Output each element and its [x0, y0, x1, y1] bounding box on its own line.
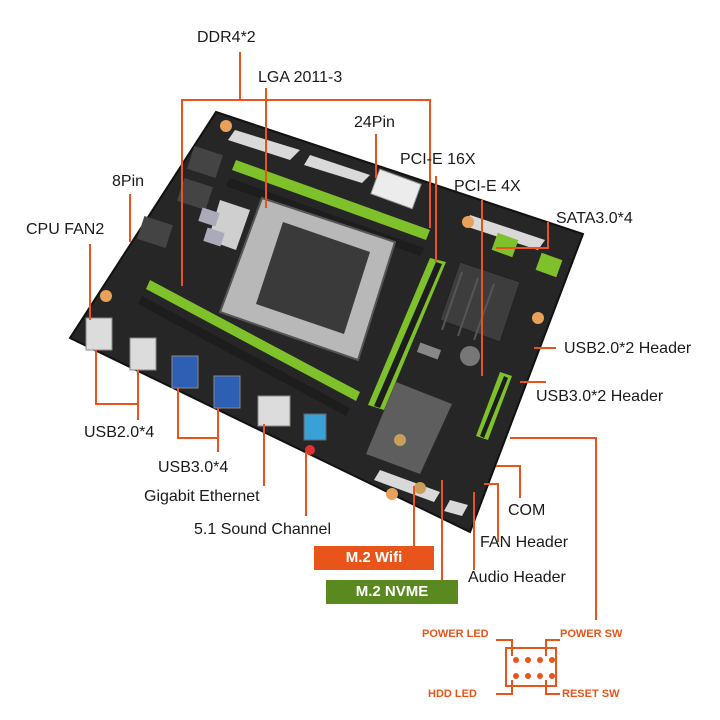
- label-power-sw: POWER SW: [560, 628, 623, 640]
- label-24pin: 24Pin: [354, 114, 395, 131]
- badge-m2-nvme: M.2 NVME: [326, 580, 458, 604]
- rear-io-ports: [85, 317, 327, 455]
- pcie-slots: [368, 258, 512, 440]
- label-lga: LGA 2011-3: [258, 69, 343, 86]
- leader-lines: [89, 52, 597, 620]
- label-cpu-fan2: CPU FAN2: [26, 221, 105, 238]
- label-com: COM: [508, 502, 546, 519]
- chipset-heatsink: [439, 261, 521, 366]
- m2-slot-area: [366, 342, 452, 494]
- label-sata: SATA3.0*4: [556, 210, 633, 227]
- label-usb3: USB3.0*4: [158, 459, 229, 476]
- front-panel-diagram: [496, 639, 560, 695]
- label-reset-sw: RESET SW: [562, 688, 620, 700]
- label-pcie16: PCI-E 16X: [400, 151, 476, 168]
- label-fan-header: FAN Header: [480, 534, 569, 551]
- label-hdd-led: HDD LED: [428, 688, 477, 700]
- label-usb2: USB2.0*4: [84, 424, 155, 441]
- sata-ports: [491, 232, 563, 278]
- label-pcie4: PCI-E 4X: [454, 178, 521, 195]
- label-power-led: POWER LED: [422, 628, 489, 640]
- label-usb2-header: USB2.0*2 Header: [564, 340, 692, 357]
- label-sound: 5.1 Sound Channel: [194, 521, 331, 538]
- label-ddr4: DDR4*2: [197, 29, 256, 46]
- badge-m2-wifi: M.2 Wifi: [314, 546, 434, 570]
- vrm-components: [137, 145, 225, 249]
- mounting-holes: [100, 120, 544, 500]
- label-usb3-header: USB3.0*2 Header: [536, 388, 664, 405]
- label-gigabit: Gigabit Ethernet: [144, 488, 260, 505]
- atx-24pin-connector: [370, 168, 422, 210]
- label-audio-header: Audio Header: [468, 569, 566, 586]
- label-8pin: 8Pin: [112, 173, 145, 190]
